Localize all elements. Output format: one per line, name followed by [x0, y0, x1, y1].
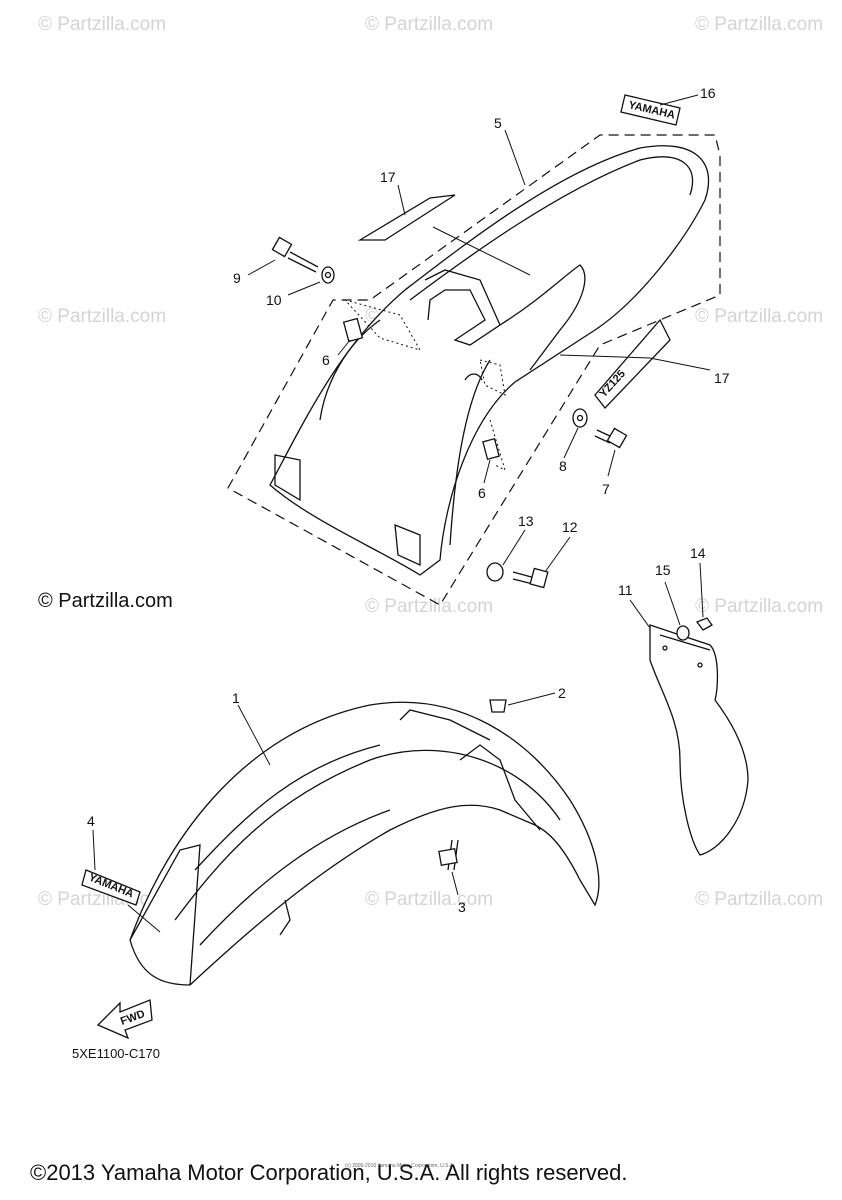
callout-6-upper: 6 — [322, 352, 330, 368]
callout-17-lower: 17 — [714, 370, 730, 386]
callout-15: 15 — [655, 562, 671, 578]
watermark: © Partzilla.com — [365, 596, 493, 617]
copyright-footer: ©2013 Yamaha Motor Corporation, U.S.A. A… — [30, 1160, 628, 1185]
assembly-boundary — [227, 134, 721, 606]
bolt-3 — [438, 839, 459, 871]
leader-lines — [92, 94, 711, 933]
callout-14: 14 — [690, 545, 706, 561]
callout-17-upper: 17 — [380, 169, 396, 185]
callout-16: 16 — [700, 85, 716, 101]
callouts: 1 2 3 4 5 6 6 7 8 9 10 11 12 13 14 15 16… — [87, 85, 730, 915]
screw-14 — [695, 617, 713, 631]
watermark: © Partzilla.com — [365, 14, 493, 35]
callout-13: 13 — [518, 513, 534, 529]
watermark: © Partzilla.com — [695, 306, 823, 327]
mud-flap — [649, 617, 749, 856]
washer-8 — [572, 408, 588, 428]
watermark: © Partzilla.com — [38, 14, 166, 35]
washer-10 — [321, 266, 335, 284]
grommet-2 — [489, 699, 507, 713]
callout-9: 9 — [233, 270, 241, 286]
watermarks: © Partzilla.com © Partzilla.com © Partzi… — [38, 14, 823, 910]
callout-1: 1 — [232, 690, 240, 706]
clip-6-lower — [482, 437, 500, 461]
callout-7: 7 — [602, 481, 610, 497]
watermark: © Partzilla.com — [695, 596, 823, 617]
rear-fender — [269, 145, 710, 576]
front-fender — [129, 701, 600, 986]
decal-16: YAMAHA — [620, 94, 681, 126]
callout-5: 5 — [494, 115, 502, 131]
clip-6-upper — [342, 317, 364, 343]
collar-13 — [486, 562, 504, 582]
callout-12: 12 — [562, 519, 578, 535]
watermark: © Partzilla.com — [365, 889, 493, 910]
bolt-12 — [512, 567, 549, 589]
callout-6-lower: 6 — [478, 485, 486, 501]
callout-2: 2 — [558, 685, 566, 701]
decal-17-model: YZ125 — [594, 318, 671, 409]
callout-4: 4 — [87, 813, 95, 829]
diagram-code: 5XE1100-C170 — [72, 1046, 160, 1061]
callout-11: 11 — [618, 582, 633, 598]
fine-print: (c) 2005-2016 Yamaha Motor Corporation, … — [345, 1163, 455, 1169]
bolt-7 — [594, 427, 628, 449]
watermark: © Partzilla.com — [695, 14, 823, 35]
washer-15 — [676, 625, 690, 641]
callout-8: 8 — [559, 458, 567, 474]
credit-text: © Partzilla.com — [38, 590, 173, 612]
fwd-arrow: FWD — [96, 999, 153, 1040]
decal-17-upper — [357, 194, 456, 241]
watermark: © Partzilla.com — [695, 889, 823, 910]
callout-10: 10 — [266, 292, 282, 308]
bolt-9 — [271, 236, 319, 273]
callout-3: 3 — [458, 899, 466, 915]
watermark: © Partzilla.com — [38, 306, 166, 327]
